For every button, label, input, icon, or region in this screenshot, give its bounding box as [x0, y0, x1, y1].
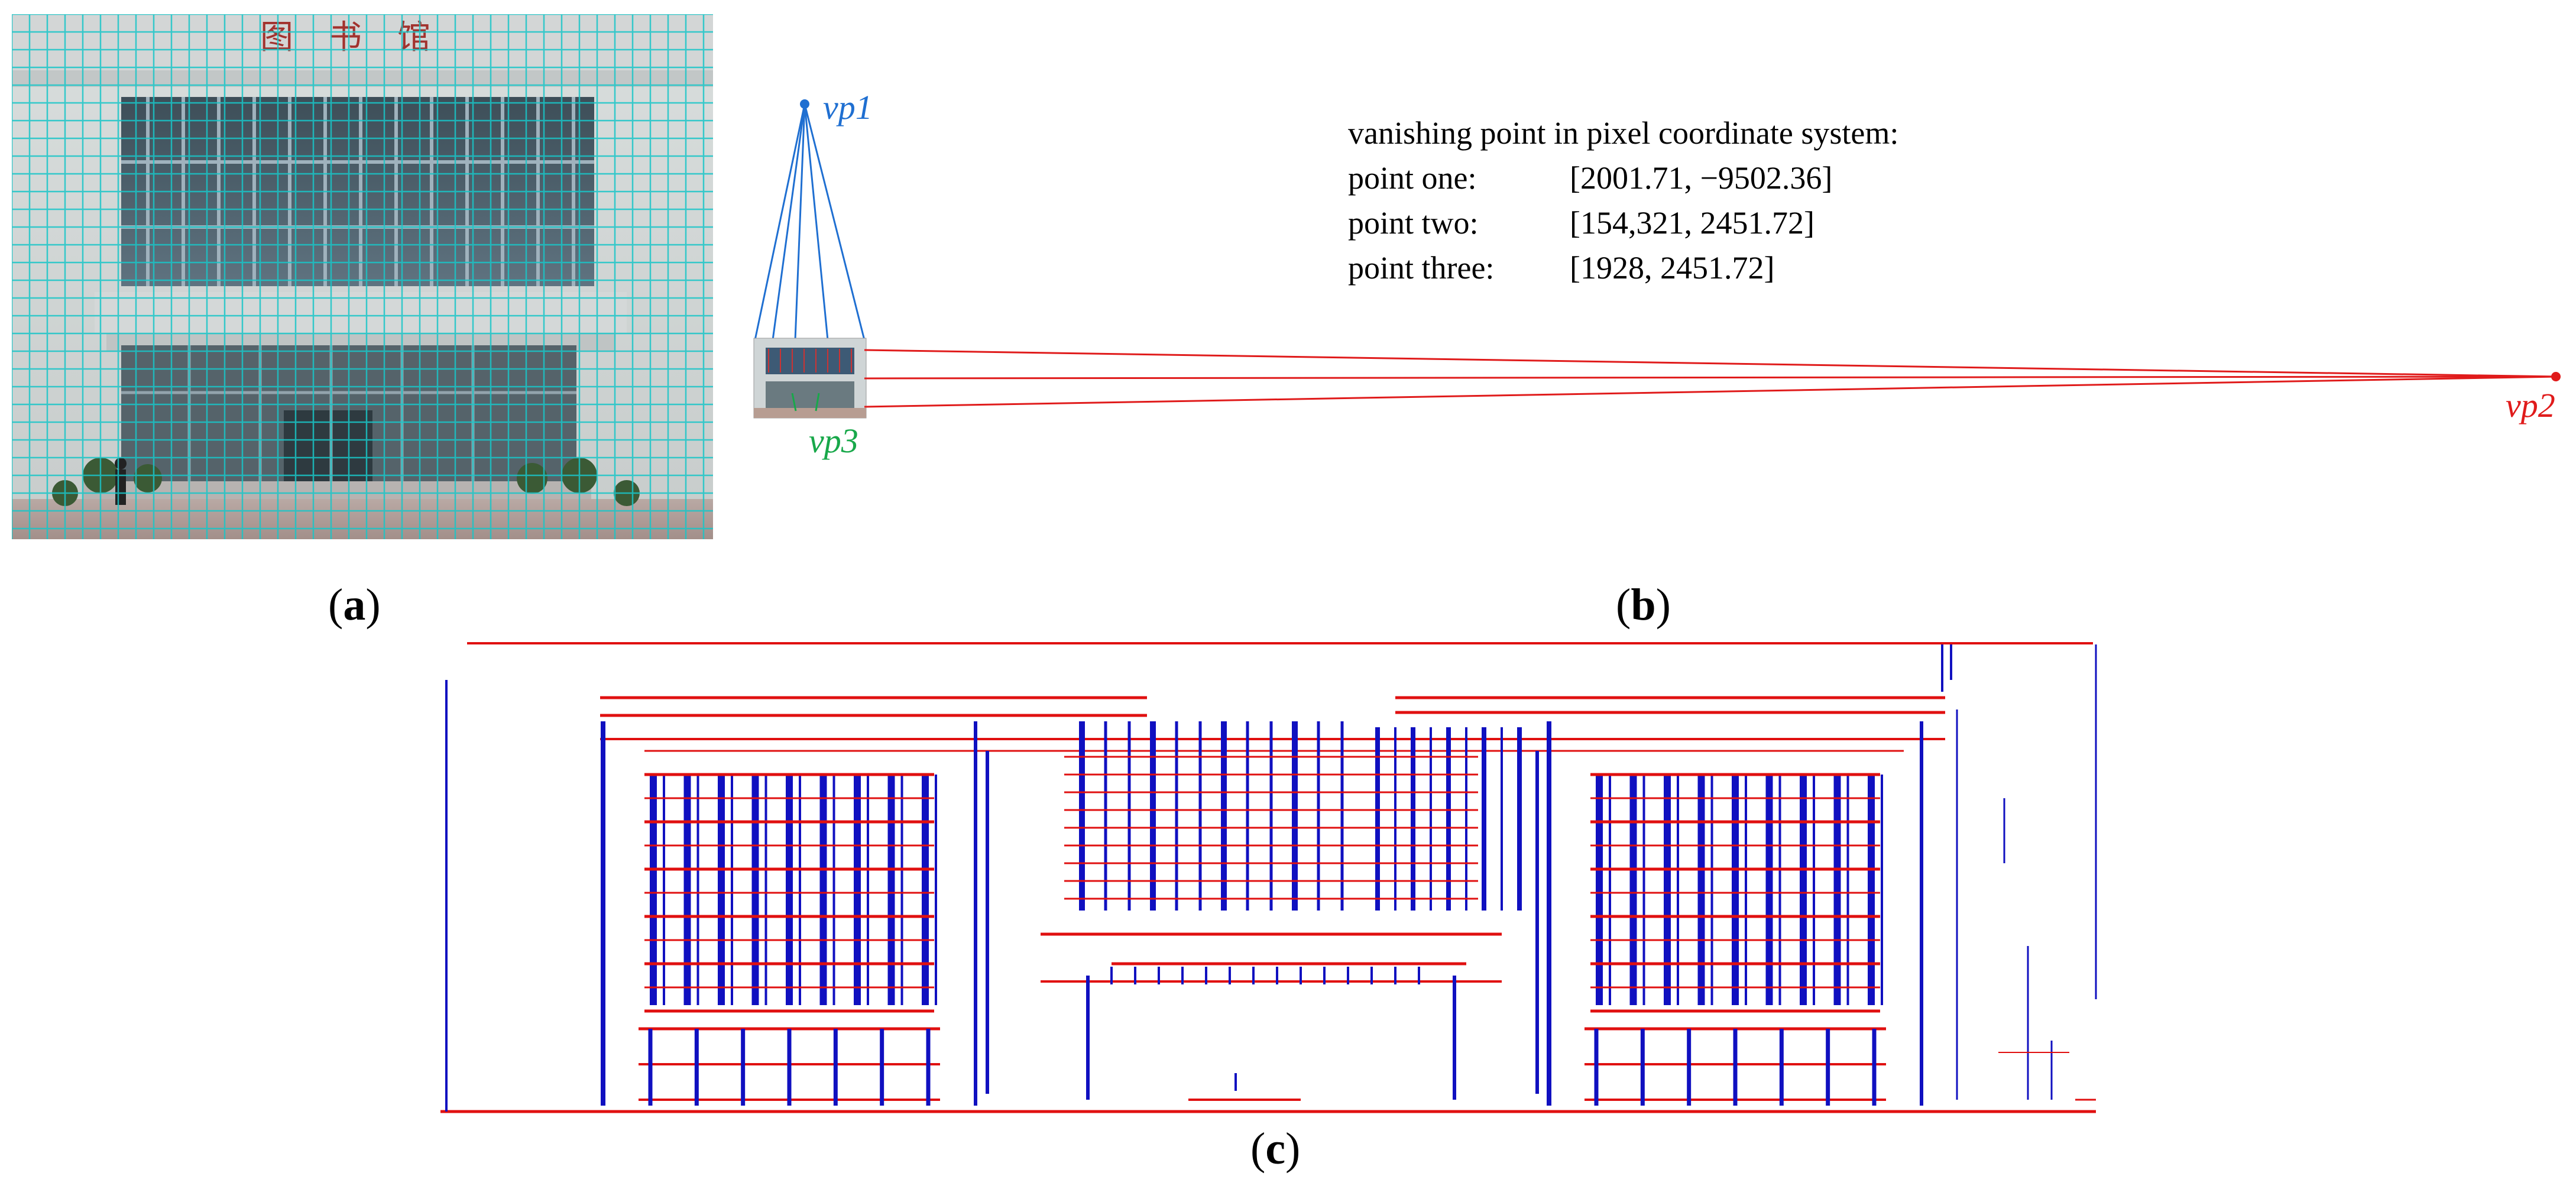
point-two-name: point two:: [1348, 205, 1479, 241]
vp2-point: [2551, 372, 2561, 381]
vp3-label: vp3: [809, 422, 858, 460]
vp2-line: [864, 349, 2556, 378]
vp2-line: [864, 375, 2556, 380]
building-photo: 图书馆: [12, 14, 713, 539]
point-one-row: point one: [2001.71, −9502.36]: [1348, 162, 1898, 194]
point-three-row: point three: [1928, 2451.72]: [1348, 252, 1898, 284]
panel-label-a: (a): [328, 580, 381, 630]
info-heading: vanishing point in pixel coordinate syst…: [1348, 115, 1899, 151]
vp1-line: [803, 103, 829, 341]
panel-label-b: (b): [1616, 580, 1671, 630]
vanishing-point-info: vanishing point in pixel coordinate syst…: [1348, 117, 1898, 284]
point-three-value: [1928, 2451.72]: [1570, 250, 1775, 286]
panel-a-photo: 图书馆: [12, 14, 713, 539]
vp1-point: [800, 99, 809, 109]
vp1-line: [772, 103, 806, 341]
point-two-row: point two: [154,321, 2451.72]: [1348, 207, 1898, 239]
vp1-line: [754, 103, 806, 341]
vp1-label: vp1: [823, 88, 873, 127]
vp2-label: vp2: [2506, 386, 2555, 425]
point-three-name: point three:: [1348, 250, 1495, 286]
thumbnail-photo: [753, 338, 867, 419]
vp2-line: [864, 375, 2556, 408]
point-one-name: point one:: [1348, 160, 1477, 196]
vp1-line: [803, 103, 866, 341]
panel-label-c: (c): [1250, 1124, 1301, 1174]
vp1-line: [794, 103, 806, 341]
point-one-value: [2001.71, −9502.36]: [1570, 160, 1833, 196]
point-two-value: [154,321, 2451.72]: [1570, 205, 1814, 241]
